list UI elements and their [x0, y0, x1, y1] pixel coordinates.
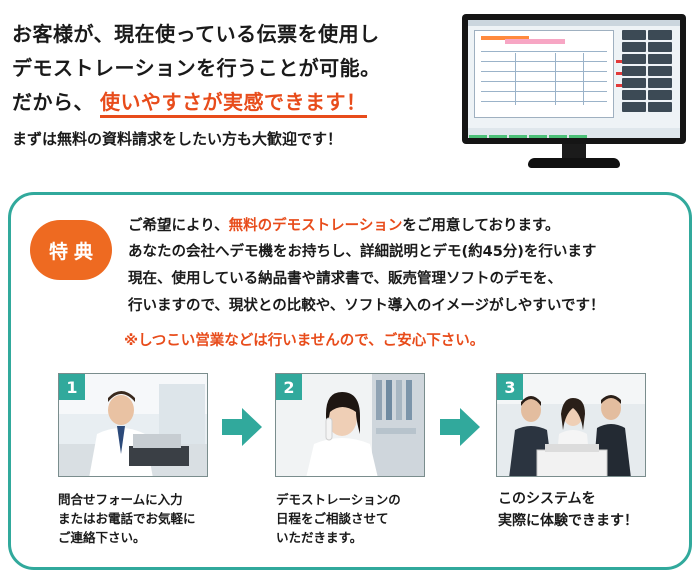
arrow-right-icon	[440, 408, 480, 446]
benefit-line-2: あなたの会社へデモ機をお持ちし、詳細説明とデモ(約45分)を行います	[128, 244, 597, 260]
benefit-line-3: 現在、使用している納品書や請求書で、販売管理ソフトのデモを、	[128, 271, 562, 287]
hero-line-3-prefix: だから、	[12, 90, 94, 114]
hero-line-3: だから、使いやすさが実感できます！	[12, 86, 367, 118]
hero-subline: まずは無料の資料請求をしたい方も大歓迎です！	[12, 130, 343, 148]
step-3-caption-line: 実際に体験できます！	[498, 513, 638, 529]
benefit-line-4: 行いますので、現状との比較や、ソフト導入のイメージがしやすいです！	[128, 298, 605, 314]
hero-line-2: デモストレーションを行うことが可能。	[12, 56, 381, 80]
step-2-caption-line: 日程をご相談させて	[276, 511, 389, 526]
step-2-card: 2	[275, 373, 425, 477]
hero-section: お客様が、現在使っている伝票を使用し デモストレーションを行うことが可能。 だか…	[0, 0, 700, 180]
step-3-caption: このシステムを 実際に体験できます！	[498, 488, 638, 532]
step-2-number: 2	[276, 374, 302, 400]
step-1-caption-line: またはお電話でお気軽に	[58, 511, 196, 526]
hero-line-1: お客様が、現在使っている伝票を使用し	[12, 22, 380, 46]
step-2-caption: デモストレーションの 日程をご相談させて いただきます。	[276, 490, 401, 547]
benefit-line-1: ご希望により、無料のデモストレーションをご用意しております。	[128, 214, 560, 235]
step-3-number: 3	[497, 374, 523, 400]
step-1-card: 1	[58, 373, 208, 477]
software-screenshot	[468, 20, 680, 138]
step-1-caption-line: 問合せフォームに入力	[58, 492, 183, 507]
step-1-caption-line: ご連絡下さい。	[58, 530, 146, 545]
reassurance-note: ※しつこい営業などは行いませんので、ご安心下さい。	[124, 333, 485, 349]
step-3-card: 3	[496, 373, 646, 477]
monitor-bezel	[462, 14, 686, 144]
benefit-badge: 特典	[30, 220, 112, 280]
step-1-number: 1	[59, 374, 85, 400]
step-2-caption-line: デモストレーションの	[276, 492, 401, 507]
benefit-line-1-suffix: をご用意しております。	[402, 218, 560, 234]
benefit-line-1-prefix: ご希望により、	[128, 218, 229, 234]
step-2-caption-line: いただきます。	[276, 530, 363, 545]
monitor-illustration	[462, 14, 686, 174]
invoice-form-graphic	[474, 30, 614, 118]
step-3-caption-line: このシステムを	[498, 491, 596, 507]
arrow-right-icon	[222, 408, 262, 446]
hero-highlight: 使いやすさが実感できます！	[100, 90, 367, 118]
benefit-highlight: 無料のデモストレーション	[228, 218, 403, 234]
step-1-caption: 問合せフォームに入力 またはお電話でお気軽に ご連絡下さい。	[58, 490, 196, 547]
keypad-graphic	[622, 30, 676, 124]
